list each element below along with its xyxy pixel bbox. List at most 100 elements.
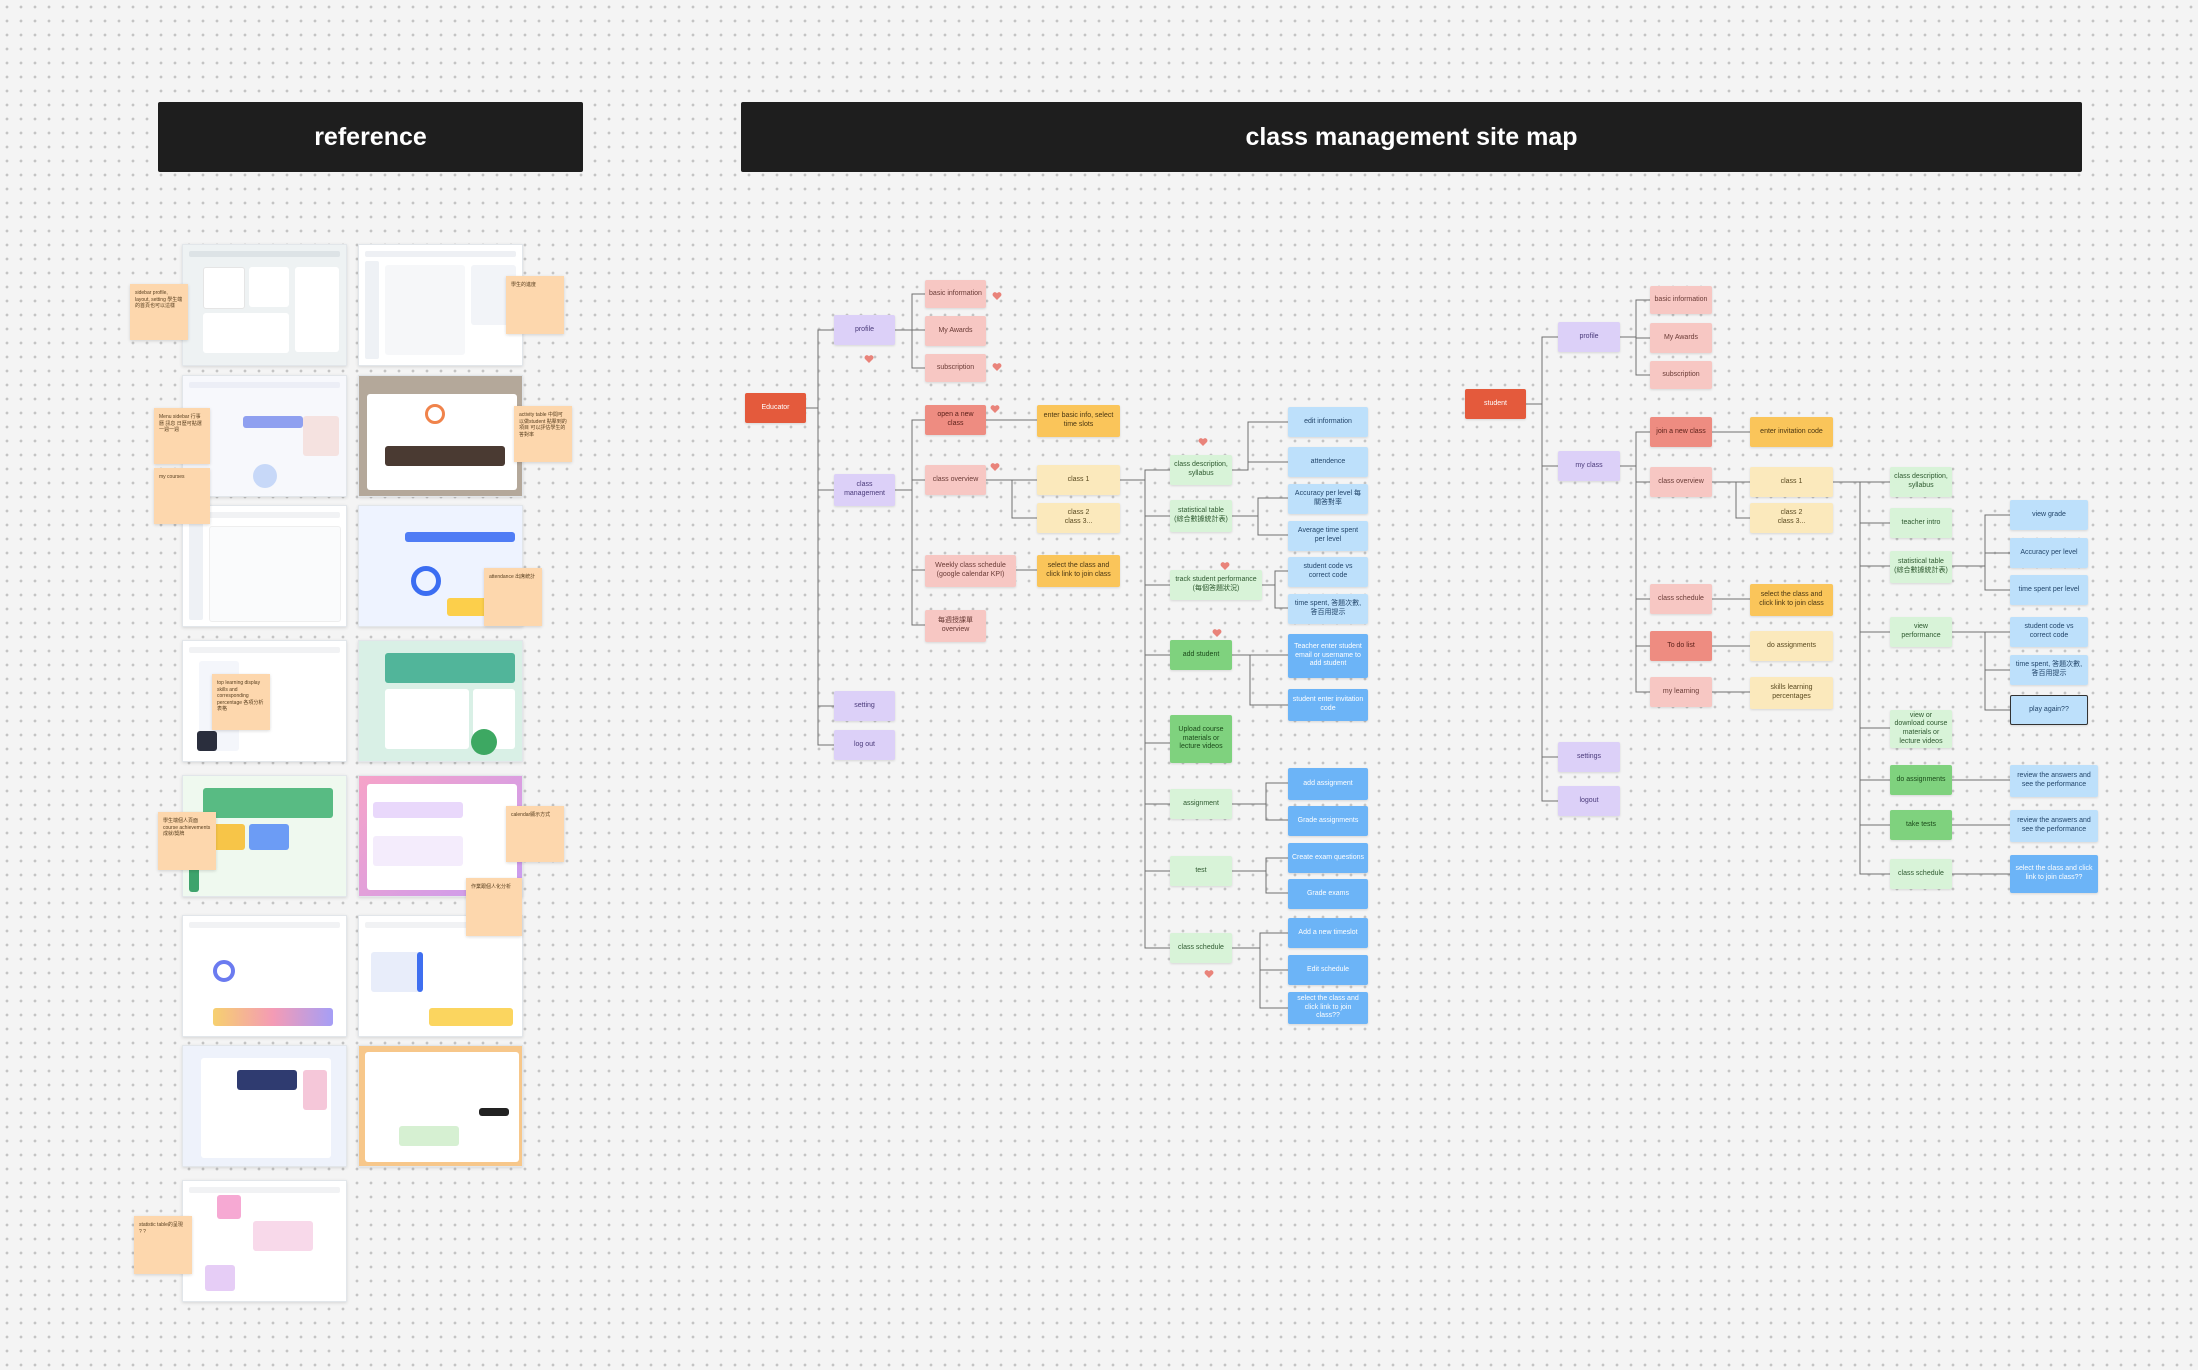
- edu-assignment[interactable]: assignment: [1170, 789, 1232, 819]
- edu-edit-schedule[interactable]: Edit schedule: [1288, 955, 1368, 985]
- reference-note: top learning display skills and correspo…: [212, 674, 270, 730]
- edu-track-performance[interactable]: track student performance (每個答題狀況): [1170, 570, 1262, 600]
- edu-enter-basic-info[interactable]: enter basic info, select time slots: [1037, 405, 1120, 437]
- stu-student-code-vs-correct[interactable]: student code vs correct code: [2010, 617, 2088, 647]
- edu-add-assignment[interactable]: add assignment: [1288, 768, 1368, 800]
- edu-class-1[interactable]: class 1: [1037, 465, 1120, 495]
- stu-basic-information[interactable]: basic information: [1650, 286, 1712, 314]
- stu-class-2-3[interactable]: class 2 class 3...: [1750, 503, 1833, 533]
- reference-note: attendance 出席統計: [484, 568, 542, 626]
- edu-teacher-enter-email[interactable]: Teacher enter student email or username …: [1288, 634, 1368, 678]
- stu-do-assignments-2[interactable]: do assignments: [1890, 765, 1952, 795]
- edu-subscription[interactable]: subscription: [925, 354, 986, 382]
- edu-student-enter-code[interactable]: student enter invitation code: [1288, 689, 1368, 721]
- reference-thumbnail[interactable]: [182, 915, 347, 1037]
- edu-grade-assignments[interactable]: Grade assignments: [1288, 806, 1368, 836]
- edu-upload-materials[interactable]: Upload course materials or lecture video…: [1170, 715, 1232, 763]
- stu-class-schedule[interactable]: class schedule: [1650, 584, 1712, 614]
- reference-thumbnail[interactable]: [358, 915, 523, 1037]
- reference-note: statistic table的呈現 ? ?: [134, 1216, 192, 1274]
- stu-class-overview[interactable]: class overview: [1650, 467, 1712, 497]
- stu-select-join[interactable]: select the class and click link to join …: [1750, 584, 1833, 616]
- reference-thumbnail[interactable]: [182, 505, 347, 627]
- edu-class-management[interactable]: class management: [834, 474, 895, 506]
- stu-subscription[interactable]: subscription: [1650, 361, 1712, 389]
- stu-enter-invitation[interactable]: enter invitation code: [1750, 417, 1833, 447]
- reference-thumbnail[interactable]: [358, 1045, 523, 1167]
- stu-class-1[interactable]: class 1: [1750, 467, 1833, 497]
- stu-play-again[interactable]: play again??: [2010, 695, 2088, 725]
- edu-weekly-schedule[interactable]: Weekly class schedule (google calendar K…: [925, 555, 1016, 587]
- stu-take-tests[interactable]: take tests: [1890, 810, 1952, 840]
- edu-basic-information[interactable]: basic information: [925, 280, 986, 308]
- stu-settings[interactable]: settings: [1558, 742, 1620, 772]
- edu-my-awards[interactable]: My Awards: [925, 316, 986, 346]
- educator-root[interactable]: Educator: [745, 393, 806, 423]
- edu-grade-exams[interactable]: Grade exams: [1288, 879, 1368, 909]
- reference-thumbnail[interactable]: [182, 244, 347, 366]
- edu-time-spent-cn[interactable]: time spent, 答題次數, 答百用提示: [1288, 594, 1368, 624]
- edu-class-description[interactable]: class description, syllabus: [1170, 455, 1232, 485]
- heart-icon: [1220, 562, 1230, 570]
- edu-lecture-overview[interactable]: 每週授課單 overview: [925, 610, 986, 642]
- stu-my-awards[interactable]: My Awards: [1650, 323, 1712, 353]
- heart-icon: [990, 463, 1000, 471]
- stu-select-join-question[interactable]: select the class and click link to join …: [2010, 855, 2098, 893]
- edu-setting[interactable]: setting: [834, 691, 895, 721]
- edu-open-new-class[interactable]: open a new class: [925, 405, 986, 435]
- stu-profile[interactable]: profile: [1558, 322, 1620, 352]
- sitemap-banner: class management site map: [741, 102, 2082, 172]
- edu-attendence[interactable]: attendence: [1288, 447, 1368, 477]
- edu-class-schedule[interactable]: class schedule: [1170, 933, 1232, 963]
- edu-select-join-question[interactable]: select the class and click link to join …: [1288, 992, 1368, 1024]
- heart-icon: [1212, 629, 1222, 637]
- edu-log-out[interactable]: log out: [834, 730, 895, 760]
- stu-do-assignments[interactable]: do assignments: [1750, 631, 1833, 661]
- reference-thumbnail[interactable]: [182, 1045, 347, 1167]
- reference-note: Menu sidebar 行事曆 訊息 日歷可點選 一週一週: [154, 408, 210, 464]
- reference-note: 作業跟個人化分析: [466, 878, 522, 936]
- stu-view-download[interactable]: view or download course materials or lec…: [1890, 710, 1952, 748]
- stu-logout[interactable]: logout: [1558, 786, 1620, 816]
- reference-thumbnail[interactable]: [358, 375, 523, 497]
- edu-add-timeslot[interactable]: Add a new timeslot: [1288, 918, 1368, 948]
- reference-banner: reference: [158, 102, 583, 172]
- stu-my-learning[interactable]: my learning: [1650, 677, 1712, 707]
- stu-review-tests[interactable]: review the answers and see the performan…: [2010, 810, 2098, 842]
- stu-time-spent-cn[interactable]: time spent, 答題次數, 答百用提示: [2010, 655, 2088, 685]
- stu-view-grade[interactable]: view grade: [2010, 500, 2088, 530]
- reference-note: activity table 中間可以做student 點擊到的項目 可以評估學…: [514, 406, 572, 462]
- stu-review-assignments[interactable]: review the answers and see the performan…: [2010, 765, 2098, 797]
- stu-time-per-level[interactable]: time spent per level: [2010, 575, 2088, 605]
- stu-teacher-intro[interactable]: teacher intro: [1890, 508, 1952, 538]
- reference-note: my courses: [154, 468, 210, 524]
- stu-skills-learning[interactable]: skills learning percentages: [1750, 677, 1833, 709]
- edu-add-student[interactable]: add student: [1170, 640, 1232, 670]
- stu-todo-list[interactable]: To do list: [1650, 631, 1712, 661]
- edu-edit-information[interactable]: edit information: [1288, 407, 1368, 437]
- edu-avg-time-per-level[interactable]: Average time spent per level: [1288, 521, 1368, 551]
- edu-test[interactable]: test: [1170, 856, 1232, 886]
- stu-my-class[interactable]: my class: [1558, 451, 1620, 481]
- edu-select-class-join[interactable]: select the class and click link to join …: [1037, 555, 1120, 587]
- edu-class-2-3[interactable]: class 2 class 3...: [1037, 503, 1120, 533]
- student-root[interactable]: student: [1465, 389, 1526, 419]
- stu-class-schedule-2[interactable]: class schedule: [1890, 859, 1952, 889]
- stu-view-performance[interactable]: view performance: [1890, 617, 1952, 647]
- edu-profile[interactable]: profile: [834, 315, 895, 345]
- edu-student-code-vs-correct[interactable]: student code vs correct code: [1288, 557, 1368, 587]
- edu-statistical-table[interactable]: statistical table (綜合數據統計表): [1170, 500, 1232, 532]
- edu-create-exam[interactable]: Create exam questions: [1288, 843, 1368, 873]
- reference-thumbnail[interactable]: [358, 775, 523, 897]
- stu-accuracy-per-level[interactable]: Accuracy per level: [2010, 538, 2088, 568]
- stu-class-description[interactable]: class description, syllabus: [1890, 467, 1952, 497]
- stu-statistical-table[interactable]: statistical table (綜合數據統計表): [1890, 551, 1952, 583]
- reference-thumbnail[interactable]: [358, 244, 523, 366]
- heart-icon: [1204, 970, 1214, 978]
- edu-accuracy-per-level[interactable]: Accuracy per level 每關答對率: [1288, 484, 1368, 514]
- reference-thumbnail[interactable]: [358, 640, 523, 762]
- stu-join-new-class[interactable]: join a new class: [1650, 417, 1712, 447]
- heart-icon: [990, 405, 1000, 413]
- edu-class-overview[interactable]: class overview: [925, 465, 986, 495]
